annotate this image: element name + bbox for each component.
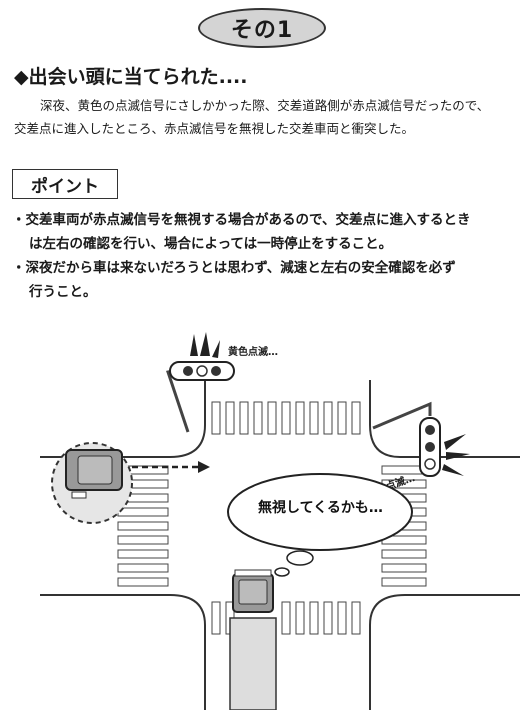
bottom-car xyxy=(229,569,277,710)
incident-heading: ◆出会い頭に当てられた.... xyxy=(14,66,248,88)
description-line-1: 深夜、黄色の点滅信号にさしかかった際、交差道路側が赤点滅信号だったので、 xyxy=(40,98,490,113)
motion-arrow xyxy=(132,461,210,473)
point-item-2-line-2: 行うこと。 xyxy=(29,284,97,300)
section-badge: その1 xyxy=(198,8,326,48)
point-label: ポイント xyxy=(12,169,118,199)
yellow-signal: 黄色点滅… xyxy=(166,332,278,433)
point-item-1-line-1: ・交差車両が赤点滅信号を無視する場合があるので、交差点に進入するとき xyxy=(12,212,471,228)
thought-text: 無視してくるかも… xyxy=(258,499,383,516)
intersection-illustration: 黄色点滅… 赤色点滅… 無視してくるかも… xyxy=(40,332,520,710)
left-car xyxy=(65,449,123,499)
point-item-1-line-2: は左右の確認を行い、場合によっては一時停止をすること。 xyxy=(29,236,393,252)
incident-description: 深夜、黄色の点滅信号にさしかかった際、交差道路側が赤点滅信号だったので、 交差点… xyxy=(14,94,510,140)
crosswalk-top xyxy=(211,401,361,435)
point-item-2-line-1: ・深夜だから車は来ないだろうとは思わず、減速と左右の安全確認を必ず xyxy=(12,260,456,276)
thought-bubble: 無視してくるかも… xyxy=(227,473,413,577)
yellow-flash-label: 黄色点滅… xyxy=(228,345,278,358)
description-line-2: 交差点に進入したところ、赤点滅信号を無視した交差車両と衝突した。 xyxy=(14,121,415,136)
point-list: ・交差車両が赤点滅信号を無視する場合があるので、交差点に進入するとき は左右の確… xyxy=(12,208,512,304)
